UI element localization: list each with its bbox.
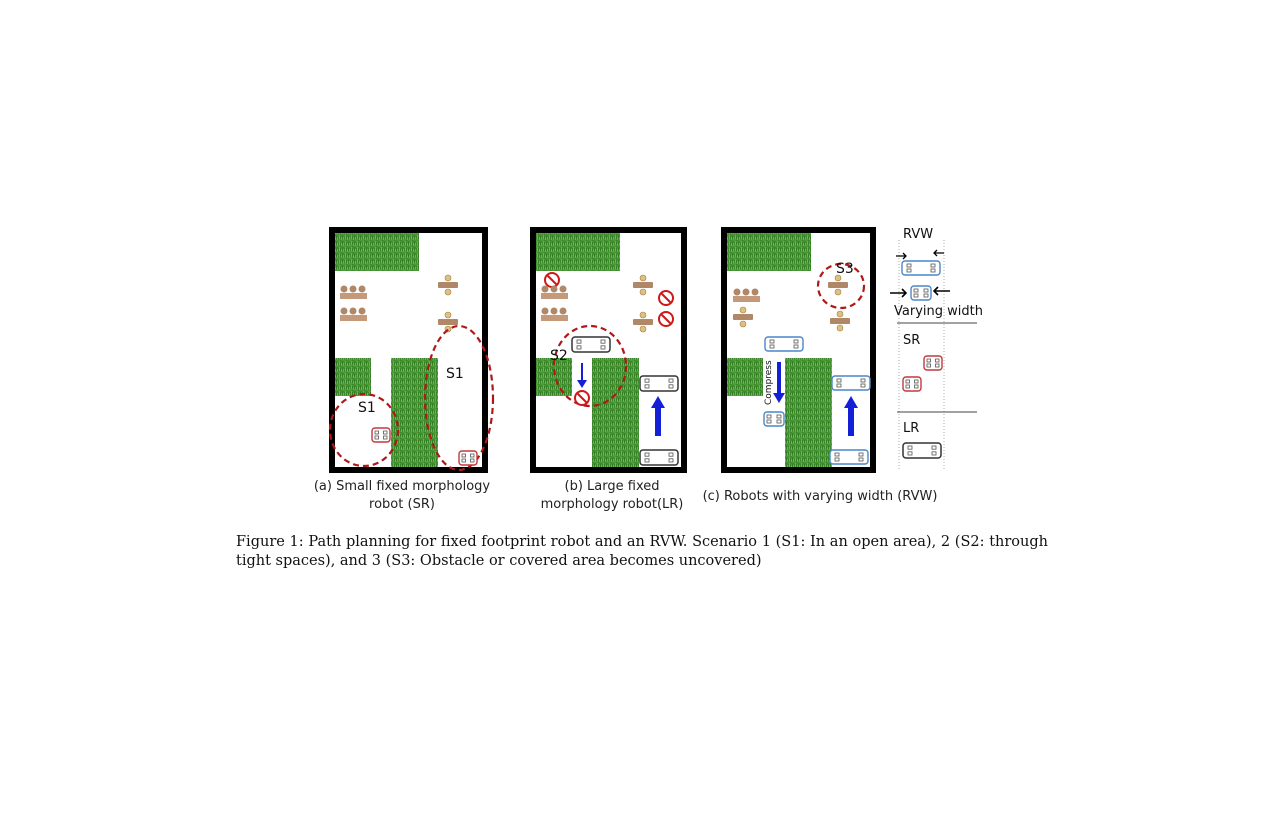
arrow-left-icon — [934, 287, 950, 295]
rvw-robot-icon — [765, 337, 803, 351]
grass-area — [536, 233, 620, 271]
scenario-label-s1: S1 — [358, 400, 376, 416]
lr-robot-icon — [640, 376, 678, 391]
rvw-robot-icon — [911, 286, 931, 300]
legend-lr-label: LR — [903, 421, 919, 436]
scenario-label-s3: S3 — [836, 261, 854, 277]
lr-robot-icon — [903, 443, 941, 458]
panel-b-caption-line1: (b) Large fixed — [565, 479, 660, 494]
arrow-right-icon — [890, 289, 906, 297]
legend-rvw-label: RVW — [903, 227, 933, 242]
scenario-label-s1: S1 — [446, 366, 464, 382]
no-entry-icon — [659, 291, 673, 305]
grass-area — [785, 358, 832, 467]
panel-a-caption-line1: (a) Small fixed morphology — [314, 479, 491, 494]
sr-robot-icon — [903, 377, 921, 391]
legend-varying-width-label: Varying width — [894, 304, 983, 319]
lr-robot-icon — [640, 450, 678, 465]
table-set-icon — [340, 308, 367, 322]
no-entry-icon — [659, 312, 673, 326]
lr-robot-icon — [572, 337, 610, 352]
no-entry-icon — [545, 273, 559, 287]
table-set-icon — [541, 286, 568, 300]
table-set-icon — [340, 286, 367, 300]
grass-area — [335, 233, 419, 271]
sr-robot-icon — [372, 428, 390, 442]
grass-area — [592, 358, 639, 467]
legend: RVW Varying width SR LR — [890, 227, 983, 470]
sr-robot-icon — [459, 451, 477, 465]
panel-a: S1 S1 (a) Small fixed morphology robot (… — [314, 230, 493, 512]
panel-a-caption-line2: robot (SR) — [369, 497, 435, 512]
grass-area — [335, 358, 371, 396]
legend-sr-label: SR — [903, 333, 920, 348]
grass-area — [391, 358, 438, 467]
rvw-robot-icon — [830, 450, 868, 464]
rvw-robot-icon — [764, 412, 784, 426]
rvw-robot-icon — [832, 376, 870, 390]
scenario-label-s2: S2 — [550, 348, 568, 364]
table-set-icon — [733, 289, 760, 303]
panel-b-caption-line2: morphology robot(LR) — [541, 497, 684, 512]
grass-area — [727, 358, 763, 396]
arrow-left-icon — [934, 250, 944, 256]
table-set-icon — [541, 308, 568, 322]
panel-c-caption: (c) Robots with varying width (RVW) — [703, 489, 938, 504]
grass-area — [727, 233, 811, 271]
rvw-robot-icon — [902, 261, 940, 275]
no-entry-icon — [575, 391, 589, 405]
compress-label: Compress — [764, 360, 774, 405]
figure-caption: Figure 1: Path planning for fixed footpr… — [236, 533, 1048, 571]
sr-robot-icon — [924, 356, 942, 370]
panel-b: S2 (b) Large fixed morphology robot(LR) — [533, 230, 684, 512]
arrow-right-icon — [896, 253, 906, 259]
